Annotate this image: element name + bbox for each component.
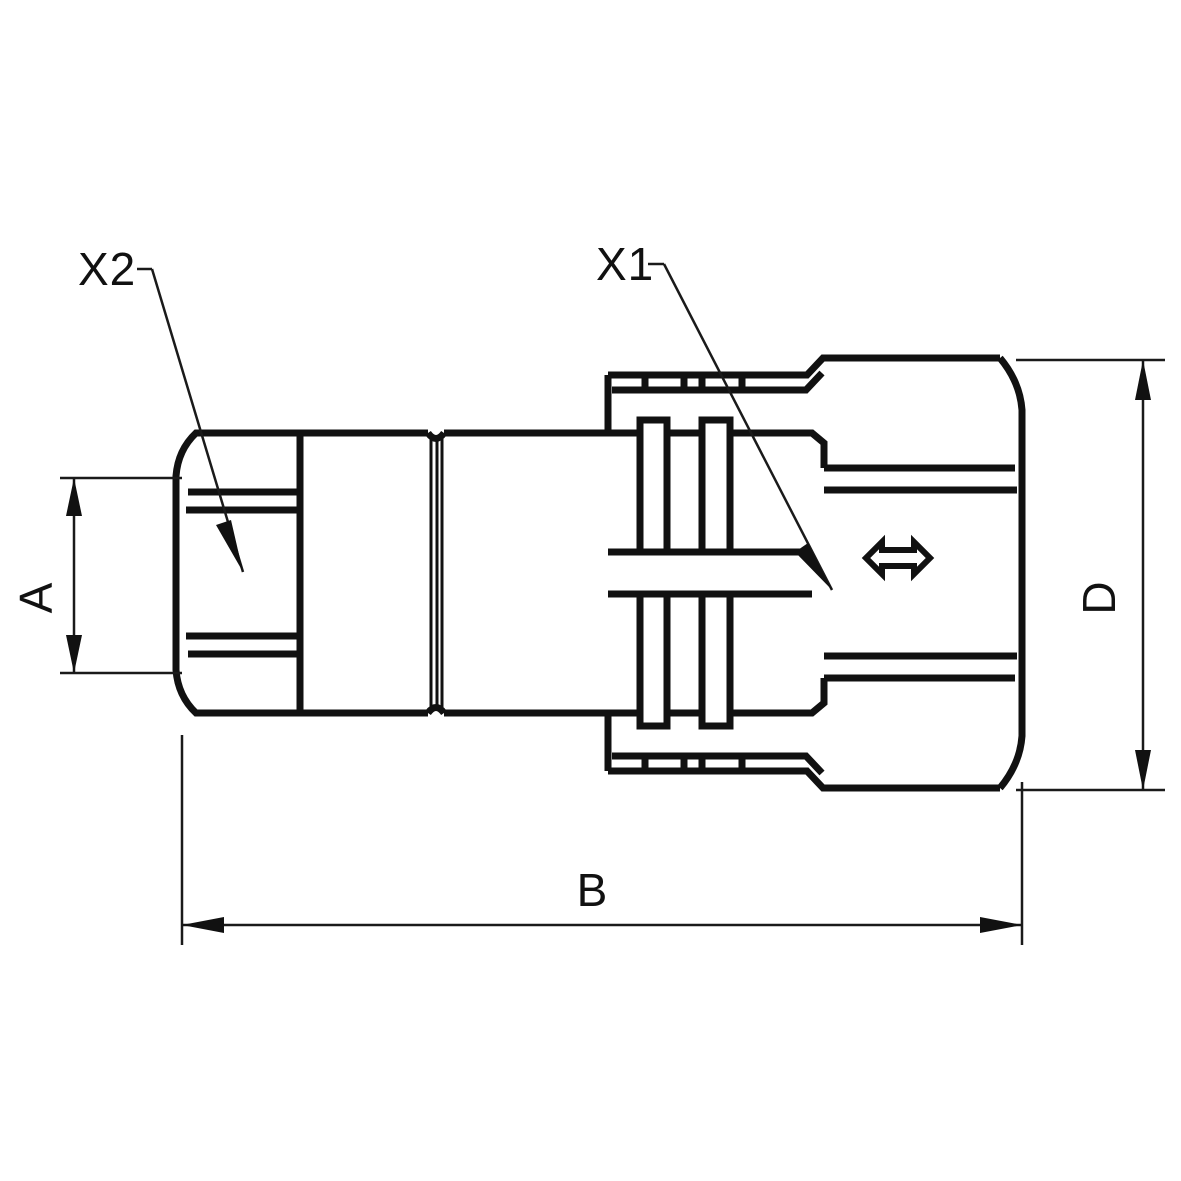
- dim-a-arrowheads: [66, 478, 82, 673]
- sleeve-band-upper: [608, 354, 1000, 379]
- bidirectional-flow-arrow-icon: [861, 534, 935, 582]
- rib-upper-1-bottom: [636, 433, 671, 556]
- dim-b-arrowheads: [182, 917, 1022, 933]
- rib-upper-2-bottom: [698, 433, 734, 556]
- stem-profile-lower: [608, 678, 828, 730]
- stem-profile-upper: [608, 416, 828, 468]
- coupling-assembly-outline: [172, 354, 1026, 792]
- rib-lower-2-top: [698, 590, 734, 713]
- barrel-groove-notch-bottom: [425, 704, 447, 716]
- internal-thin-lines: [429, 438, 444, 708]
- sleeve-band-lower-inner: [612, 752, 825, 776]
- dimension-d: [1016, 358, 1165, 792]
- dimension-d-label: D: [1073, 581, 1125, 614]
- callout-x1-leader: [662, 263, 834, 591]
- callout-x2-arrowhead: [216, 520, 243, 572]
- dimension-a-label: A: [10, 582, 62, 613]
- rib-lower-1-top: [636, 590, 671, 713]
- sleeve-band-upper-inner: [612, 370, 825, 394]
- callout-x2: X2: [78, 243, 245, 573]
- callout-x2-label: X2: [78, 243, 136, 295]
- callout-x1-arrowhead: [795, 543, 832, 590]
- hex-nut-outline: [172, 429, 304, 717]
- dim-d-arrowheads: [1135, 360, 1151, 790]
- callout-x1-label: X1: [596, 238, 654, 290]
- callout-x1: X1: [596, 238, 834, 591]
- sleeve-band-lower: [608, 767, 1000, 792]
- dimension-b-label: B: [577, 864, 608, 916]
- barrel-groove-notch-top: [425, 430, 447, 442]
- body-hex-outline: [997, 355, 1026, 791]
- dimension-b: [180, 735, 1024, 945]
